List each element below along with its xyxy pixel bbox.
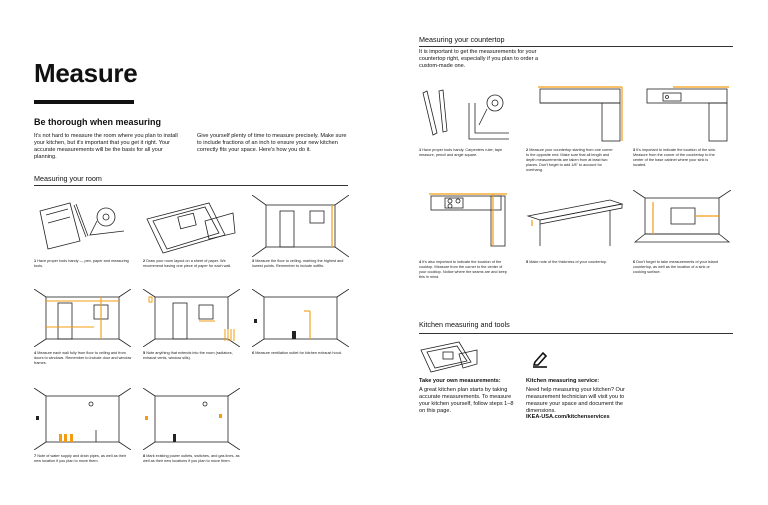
ct-step-2-caption: 2 Measure your countertop starting from … — [526, 148, 613, 172]
subheading: Be thorough when measuring — [34, 117, 162, 127]
pencil-edit-icon — [532, 350, 548, 368]
section-title-tools: Kitchen measuring and tools — [419, 320, 510, 329]
ct-step-3-illustration — [633, 85, 731, 143]
service-body: Need help measuring your kitchen? Our me… — [526, 387, 625, 414]
intro-col1: It's not hard to measure the room where … — [34, 133, 178, 160]
step-4-caption: 4 Measure each wall fully from floor to … — [34, 351, 132, 365]
ct-step-5-caption: 5 Make note of the thickness of your cou… — [526, 260, 608, 264]
own-measure-heading: Take your own measurements: — [419, 378, 501, 384]
step-4-illustration — [34, 289, 131, 347]
title-underline — [34, 100, 134, 104]
ct-step-6-illustration — [633, 190, 731, 248]
own-measure-body: A great kitchen plan starts by taking ac… — [419, 387, 514, 414]
section-title-countertop: Measuring your countertop — [419, 35, 505, 44]
ct-step-1-caption: 1 Have proper tools handy. Carpenters ru… — [419, 148, 503, 157]
step-2-caption: 2 Draw your room layout on a sheet of pa… — [143, 259, 232, 268]
step-5-caption: 5 Note anything that extends into the ro… — [143, 351, 233, 360]
step-2-illustration — [143, 195, 240, 257]
step-8-illustration — [143, 388, 240, 450]
ct-step-2-illustration — [526, 85, 624, 143]
step-6-illustration — [252, 289, 349, 347]
ct-step-3-caption: 3 It's important to indicate the locatio… — [633, 148, 717, 167]
step-5-illustration — [143, 289, 240, 347]
step-7-illustration — [34, 388, 131, 450]
step-7-caption: 7 Note of water supply and drain pipes, … — [34, 454, 127, 463]
service-heading: Kitchen measuring service: — [526, 378, 600, 384]
paper-sketch-icon — [419, 340, 479, 374]
step-3-illustration — [252, 195, 349, 257]
ct-step-5-illustration — [526, 190, 624, 248]
step-6-caption: 6 Measure ventilation outlet for kitchen… — [252, 351, 342, 355]
countertop-intro: It is important to get the measurements … — [419, 49, 539, 69]
ct-step-4-illustration — [419, 190, 517, 248]
ct-step-1-illustration — [419, 85, 517, 143]
section-rule — [34, 185, 348, 186]
service-link[interactable]: IKEA-USA.com/kitchenservices — [526, 414, 610, 420]
step-8-caption: 8 Mark existing power outlets, switches,… — [143, 454, 240, 463]
step-1-caption: 1 Have proper tools handy — pen, paper a… — [34, 259, 129, 268]
step-3-caption: 3 Measure the floor to ceiling. marking … — [252, 259, 344, 268]
page-title: Measure — [34, 58, 138, 88]
section-title-room: Measuring your room — [34, 174, 102, 183]
ct-step-4-caption: 4 It's also important to indicate the lo… — [419, 260, 507, 279]
section-rule-tools — [419, 333, 733, 334]
intro-col2: Give yourself plenty of time to measure … — [197, 133, 347, 153]
section-rule-right — [419, 46, 733, 47]
step-1-illustration — [34, 195, 131, 257]
ct-step-6-caption: 6 Don't forget to take measurements of y… — [633, 260, 718, 274]
